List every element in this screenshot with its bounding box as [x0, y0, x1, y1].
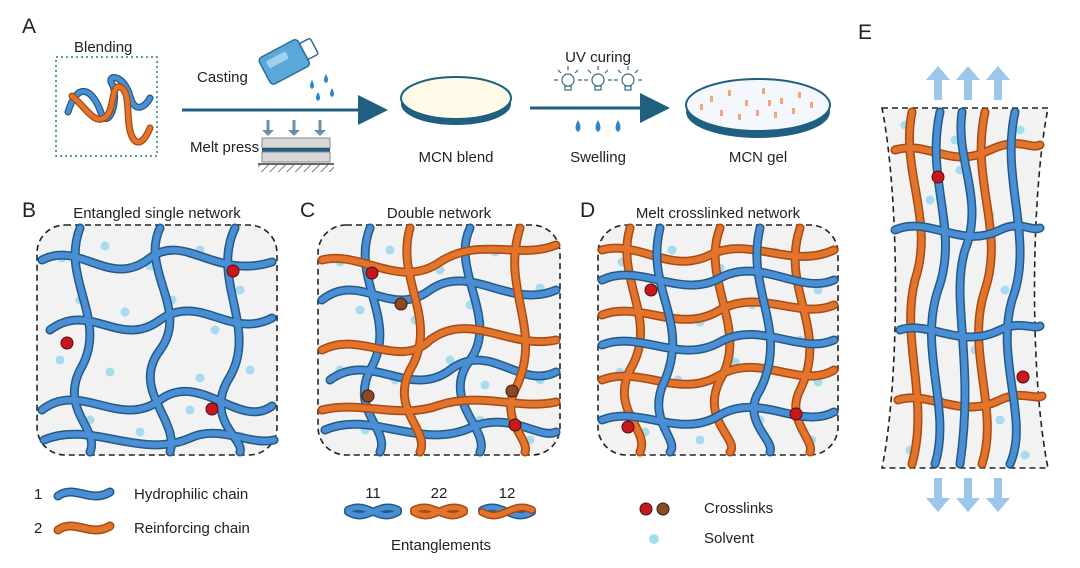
melt-network-title: Melt crosslinked network — [635, 205, 801, 222]
panel-label-c: C — [300, 199, 316, 222]
legend-number-2: 2 — [34, 520, 43, 537]
stretched-network — [881, 66, 1049, 512]
melt-press-label: Melt press — [190, 139, 260, 156]
drops-icon — [310, 74, 334, 101]
melt-network-box — [597, 223, 839, 457]
entanglement-22-label: 22 — [430, 485, 448, 502]
blending-label: Blending — [74, 39, 133, 56]
legend-reinforcing-label: Reinforcing chain — [134, 520, 250, 537]
uv-lamps-icon — [554, 66, 642, 91]
legend-solvent-swatch — [649, 534, 659, 544]
up-arrows-icon — [926, 66, 1010, 100]
entanglement-11-label: 11 — [365, 485, 381, 502]
casting-bottle-icon — [258, 37, 319, 85]
legend-number-1: 1 — [34, 486, 43, 503]
casting-label: Casting — [197, 69, 248, 86]
single-network-box — [36, 223, 279, 457]
swelling-label: Swelling — [570, 149, 626, 166]
legend-hydrophilic-swatch — [53, 487, 115, 501]
double-network-title: Double network — [386, 205, 492, 222]
entanglement-12-icon — [478, 503, 536, 520]
mcn-blend-disk — [400, 76, 512, 125]
single-network-title: Entangled single network — [73, 205, 241, 222]
crosslinks-b — [60, 264, 240, 416]
uv-curing-label: UV curing — [565, 49, 631, 66]
mcn-gel-disk — [685, 78, 831, 138]
melt-press-icon — [258, 120, 334, 172]
legend-hydrophilic-label: Hydrophilic chain — [134, 486, 249, 503]
entanglement-11-icon — [344, 503, 402, 520]
mcn-blend-label: MCN blend — [418, 149, 494, 166]
legend-solvent-label: Solvent — [704, 530, 755, 547]
entanglement-12-label: 12 — [498, 485, 516, 502]
mcn-gel-label: MCN gel — [728, 149, 788, 166]
panel-label-a: A — [22, 15, 37, 38]
blending-box — [55, 56, 158, 157]
down-arrows-icon — [926, 478, 1010, 512]
swelling-drops-icon — [575, 120, 621, 132]
blending-chains-icon — [64, 74, 154, 146]
panel-label-b: B — [22, 199, 37, 222]
entanglement-22-icon — [410, 503, 468, 520]
panel-label-d: D — [580, 199, 596, 222]
legend-crosslinks-label: Crosslinks — [704, 500, 774, 517]
legend-reinforcing-swatch — [53, 521, 115, 535]
legend-crosslinks-swatch — [639, 502, 670, 516]
double-network-box — [317, 223, 561, 457]
panel-label-e: E — [858, 21, 873, 44]
entanglements-label: Entanglements — [390, 537, 492, 554]
